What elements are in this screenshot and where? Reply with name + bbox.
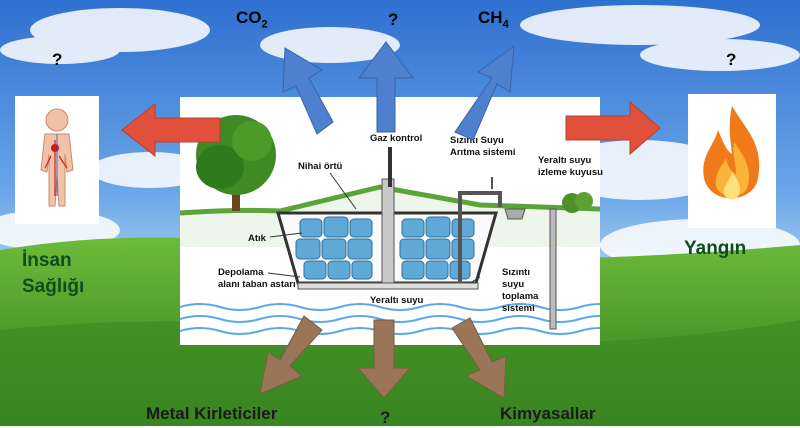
- ch4-label: CH4: [478, 8, 509, 31]
- left-question-label: ?: [52, 50, 63, 69]
- waste-blocks: [295, 216, 475, 280]
- human-health-label-2: Sağlığı: [22, 276, 85, 297]
- liner-label-2: alanı taban astarı: [218, 279, 296, 290]
- fire-card: [688, 94, 776, 228]
- right-question-label: ?: [726, 50, 737, 69]
- co2-label: CO2: [236, 8, 268, 31]
- gas-control-label: Gaz kontrol: [370, 133, 423, 144]
- waste-label: Atık: [248, 233, 266, 244]
- tree-icon: [196, 115, 276, 211]
- chemicals-label: Kimyasallar: [500, 404, 596, 423]
- fire-label: Yangın: [684, 238, 747, 259]
- leachate-treatment-label-1: Sızıntı Suyu: [450, 135, 504, 146]
- bush-icon: [562, 192, 593, 213]
- final-cover-label: Nihai örtü: [298, 161, 343, 172]
- human-health-card: [15, 96, 99, 224]
- fire-icon: [703, 106, 760, 200]
- leachate-collection-label-2: suyu: [502, 279, 525, 290]
- landfill-cross-section: [179, 115, 621, 335]
- groundwater-waves: [179, 303, 621, 335]
- top-question-label: ?: [388, 10, 399, 29]
- leachate-treatment-label-2: Arıtma sistemi: [450, 147, 516, 158]
- leachate-collection-label-3: toplama: [502, 291, 539, 302]
- leachate-collection-label-1: Sızıntı: [502, 267, 530, 278]
- human-health-label-1: İnsan: [22, 250, 72, 271]
- human-body-icon: [40, 108, 74, 207]
- bottom-question-label: ?: [380, 408, 391, 427]
- monitoring-well-label-1: Yeraltı suyu: [538, 155, 592, 166]
- groundwater-label: Yeraltı suyu: [370, 295, 424, 306]
- monitoring-well-label-2: izleme kuyusu: [538, 167, 603, 178]
- liner-label-1: Depolama: [218, 267, 264, 278]
- metals-label: Metal Kirleticiler: [146, 404, 278, 423]
- landfill-diagram: Gaz kontrol Sızıntı Suyu Arıtma sistemi …: [179, 97, 621, 345]
- leachate-collection-label-4: sistemi: [502, 303, 535, 314]
